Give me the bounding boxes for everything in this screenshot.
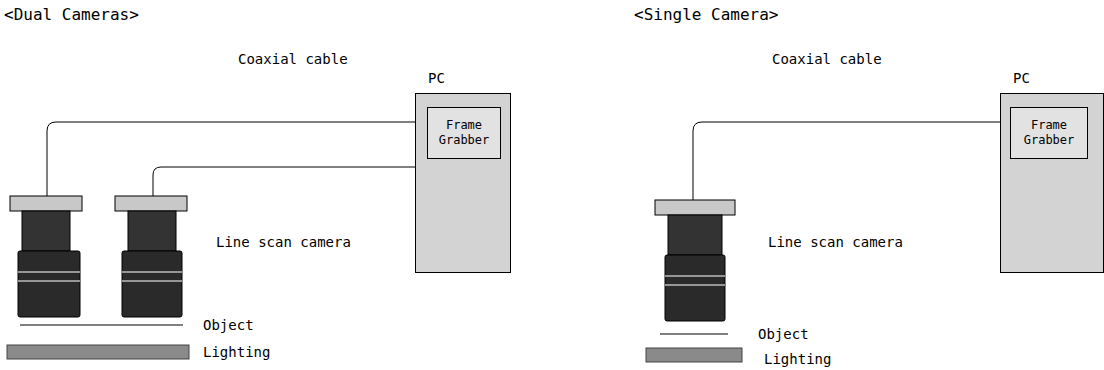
section-heading: <Dual Cameras> — [4, 6, 139, 24]
lens-ring — [665, 275, 725, 277]
frame-grabber-box: Frame Grabber — [427, 107, 501, 159]
pc-heading: PC — [428, 70, 445, 88]
lens-ring — [665, 284, 725, 286]
camera-label: Line scan camera — [768, 235, 903, 250]
pc-box: PCFrame Grabber — [415, 93, 511, 273]
line-scan-camera — [655, 200, 735, 321]
coaxial-cable — [153, 167, 415, 196]
section-heading: <Single Camera> — [634, 6, 779, 24]
coaxial-cable — [693, 122, 1000, 200]
coaxial-cable — [47, 122, 415, 196]
lighting-label: Lighting — [764, 352, 831, 367]
pc-box: PCFrame Grabber — [1000, 93, 1104, 273]
line-scan-camera — [10, 196, 82, 317]
cable-label: Coaxial cable — [772, 52, 882, 67]
camera-body — [668, 215, 722, 255]
camera-lens — [122, 251, 182, 317]
box-label: Frame Grabber — [432, 118, 496, 148]
coaxial-cables — [47, 122, 1000, 200]
lens-ring — [122, 271, 182, 273]
camera-lens — [665, 255, 725, 321]
lighting-label: Lighting — [203, 345, 270, 360]
line-scan-camera — [115, 196, 187, 317]
frame-grabber-box: Frame Grabber — [1010, 107, 1088, 159]
objects — [7, 325, 742, 362]
lens-ring — [122, 280, 182, 282]
lens-ring — [18, 280, 80, 282]
camera-plate — [655, 200, 735, 215]
lighting-bar — [646, 348, 742, 362]
object-line — [20, 325, 183, 326]
camera-label: Line scan camera — [216, 235, 351, 250]
object-label: Object — [203, 318, 254, 333]
cable-label: Coaxial cable — [238, 52, 348, 67]
camera-body — [128, 211, 176, 251]
lighting-bar — [7, 345, 189, 359]
camera-body — [22, 211, 70, 251]
camera-lens — [18, 251, 80, 317]
object-label: Object — [758, 327, 809, 342]
lens-ring — [18, 271, 80, 273]
object-line — [660, 334, 728, 335]
pc-heading: PC — [1013, 70, 1030, 88]
camera-plate — [115, 196, 187, 211]
box-label: Frame Grabber — [1015, 118, 1083, 148]
camera-plate — [10, 196, 82, 211]
